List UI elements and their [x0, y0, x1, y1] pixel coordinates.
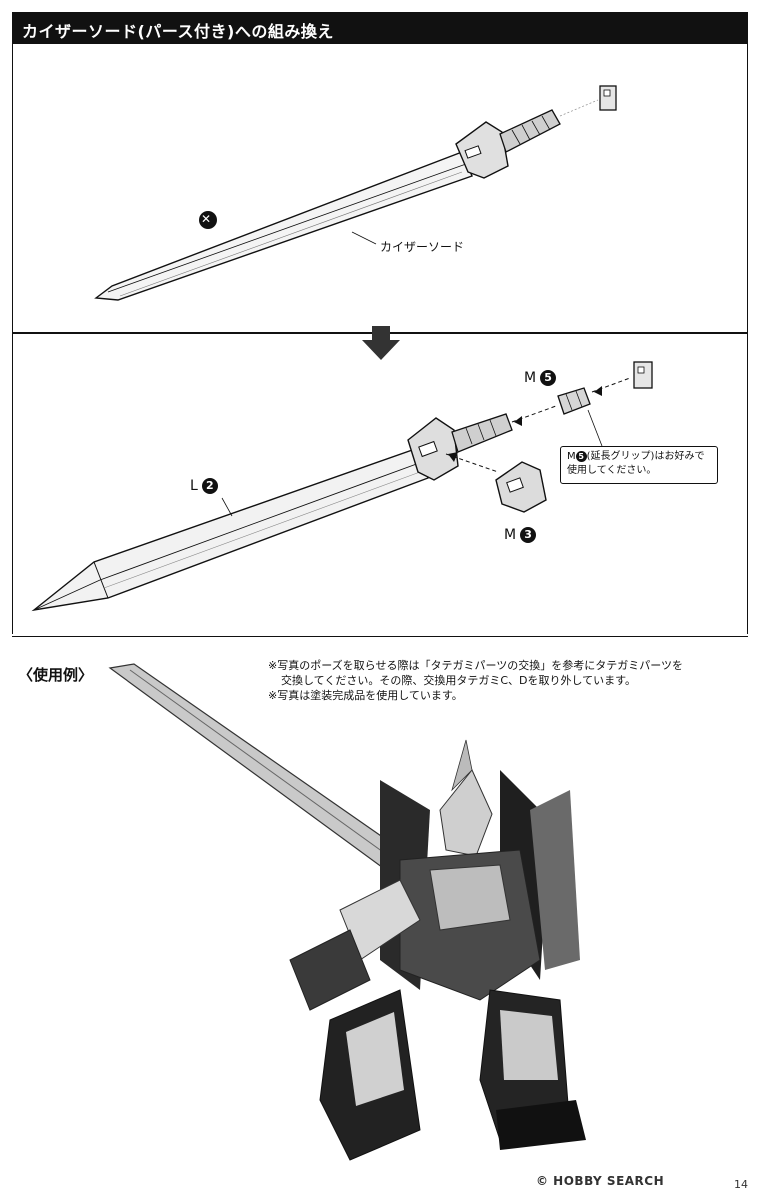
note-line: ※写真は塗装完成品を使用しています。 [268, 689, 463, 702]
down-arrow-icon [362, 326, 400, 360]
section-divider [12, 636, 748, 637]
large-grip-shape [451, 413, 513, 453]
page-number: 14 [734, 1178, 748, 1191]
sword-name-label: カイザーソード [380, 240, 465, 254]
callout-letter: M [567, 451, 576, 462]
note-line: ※写真のポーズを取らせる際は「タテガミパーツの交換」を参考にタテガミパーツを [268, 659, 684, 672]
callout-number-badge: 5 [575, 450, 587, 462]
grip-shape [499, 109, 561, 153]
blade-shape [94, 151, 473, 301]
note-line: 交換してください。その際、交換用タテガミC、Dを取り外しています。 [281, 674, 637, 687]
guard-shape [455, 121, 509, 179]
robot-with-sword-photo [108, 663, 586, 1161]
callout-line1: (延長グリップ)はお好みで [586, 451, 705, 462]
example-notes: ※写真のポーズを取らせる際は「タテガミパーツの交換」を参考にタテガミパーツを 交… [268, 658, 683, 703]
remove-mark-glyph: ✕ [201, 212, 212, 226]
header-bar: カイザーソード(パース付き)への組み換え [12, 12, 748, 44]
large-blade-shape [31, 447, 429, 612]
example-section-title: 〈使用例〉 [18, 666, 94, 684]
callout-line2: 使用してください。 [567, 465, 657, 476]
header-title: カイザーソード(パース付き)への組み換え [22, 22, 334, 41]
frame-right [747, 44, 748, 634]
pommel-part [599, 85, 617, 111]
step2-pommel-part [633, 361, 653, 389]
frame-left [12, 44, 13, 634]
remove-mark-icon [199, 211, 217, 229]
number-badge: 3 [520, 527, 537, 543]
number-badge: 2 [201, 478, 218, 494]
step2-sword-illustration [31, 361, 653, 612]
part-label-m3: M 3 [504, 527, 537, 543]
step1-sword-illustration [94, 85, 617, 301]
number-badge: 5 [540, 370, 557, 386]
m5-extension-part [557, 387, 591, 415]
large-blade-ridge [99, 461, 423, 581]
blade-ridge [107, 163, 467, 293]
part-label-l2: L 2 [190, 478, 218, 494]
hobby-search-logo: © HOBBY SEARCH [536, 1174, 665, 1188]
part-label-m5: M 5 [524, 370, 557, 386]
